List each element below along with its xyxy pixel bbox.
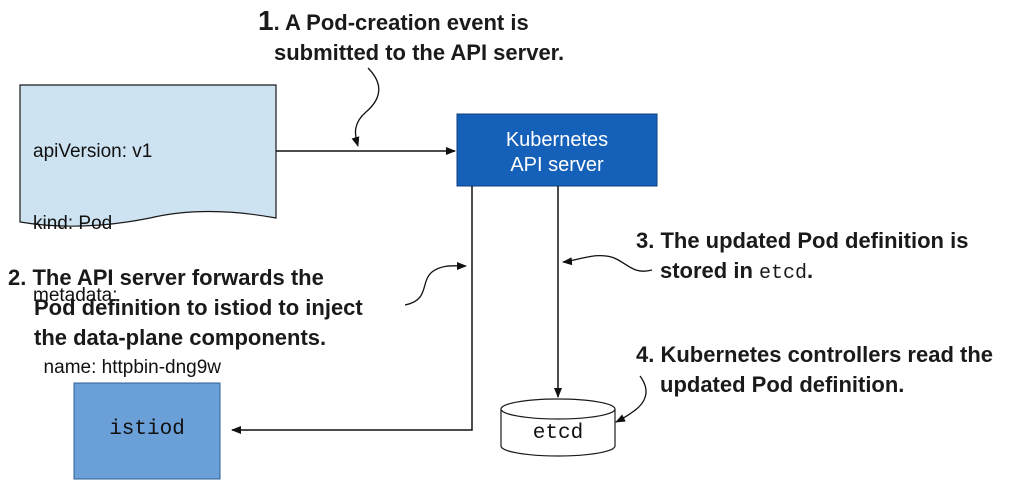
api-server-label: Kubernetes API server xyxy=(457,128,657,178)
step-2-line-2: Pod definition to istiod to inject xyxy=(34,295,363,320)
istiod-label: istiod xyxy=(109,418,185,441)
step-2-annotation: 2. The API server forwards the Pod defin… xyxy=(8,263,363,353)
etcd-label: etcd xyxy=(532,422,584,445)
step-1-annotation: 1. A Pod-creation event is submitted to … xyxy=(258,6,564,68)
step-1-number: 1 xyxy=(258,5,274,36)
step-3-line-2-suffix: . xyxy=(807,258,814,283)
step-1-line-2: submitted to the API server. xyxy=(274,40,565,65)
istiod-box xyxy=(73,382,221,480)
callout-1-leader xyxy=(351,67,380,147)
pod-manifest-document xyxy=(19,84,277,227)
api-server-label-line: Kubernetes xyxy=(505,129,609,151)
step-4-annotation: 4. Kubernetes controllers read the updat… xyxy=(636,340,993,400)
step-3-etcd-code: etcd xyxy=(759,262,808,285)
api-server-label-line: API server xyxy=(510,154,604,176)
step-2-line-3: the data-plane components. xyxy=(34,325,327,350)
manifest-line: name: httpbin-dng9w xyxy=(33,357,222,378)
step-2-line-1: 2. The API server forwards the xyxy=(8,265,324,290)
callout-2-leader xyxy=(404,261,467,306)
manifest-line: kind: Pod xyxy=(33,213,113,234)
step-3-line-1: 3. The updated Pod definition is xyxy=(636,228,969,253)
step-4-line-1: 4. Kubernetes controllers read the xyxy=(636,342,993,367)
step-1-line-1: . A Pod-creation event is xyxy=(273,10,529,35)
callout-4-leader xyxy=(615,375,647,423)
manifest-line: metadata: xyxy=(33,285,118,306)
api-server-box xyxy=(456,113,658,187)
step-3-line-2-prefix: stored in xyxy=(660,258,760,283)
pod-manifest-text: apiVersion: v1 kind: Pod metadata: name:… xyxy=(33,92,221,428)
etcd-cylinder xyxy=(500,398,616,457)
callout-3-leader xyxy=(562,254,653,272)
step-3-annotation: 3. The updated Pod definition is stored … xyxy=(636,226,968,289)
forward-to-istiod-arrow xyxy=(231,186,473,434)
manifest-line: apiVersion: v1 xyxy=(33,141,153,162)
step-4-line-2: updated Pod definition. xyxy=(660,372,905,397)
